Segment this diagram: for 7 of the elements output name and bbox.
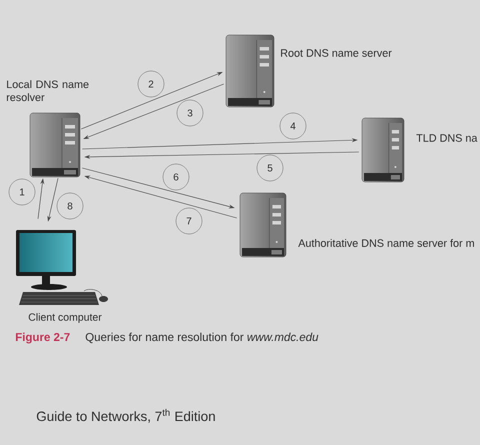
caption: Queries for name resolution for www.mdc.edu [86, 332, 318, 344]
node-label: Authoritative DNS name server for m [298, 239, 474, 247]
node-label: Local DNS name resolver [6, 80, 89, 102]
node-label: TLD DNS na [416, 134, 478, 142]
node-label: Client computer [28, 313, 102, 323]
footer-text: Guide to Networks, 7$^{th}$ Edition [36, 408, 215, 423]
node-label: Root DNS name server [281, 49, 392, 57]
